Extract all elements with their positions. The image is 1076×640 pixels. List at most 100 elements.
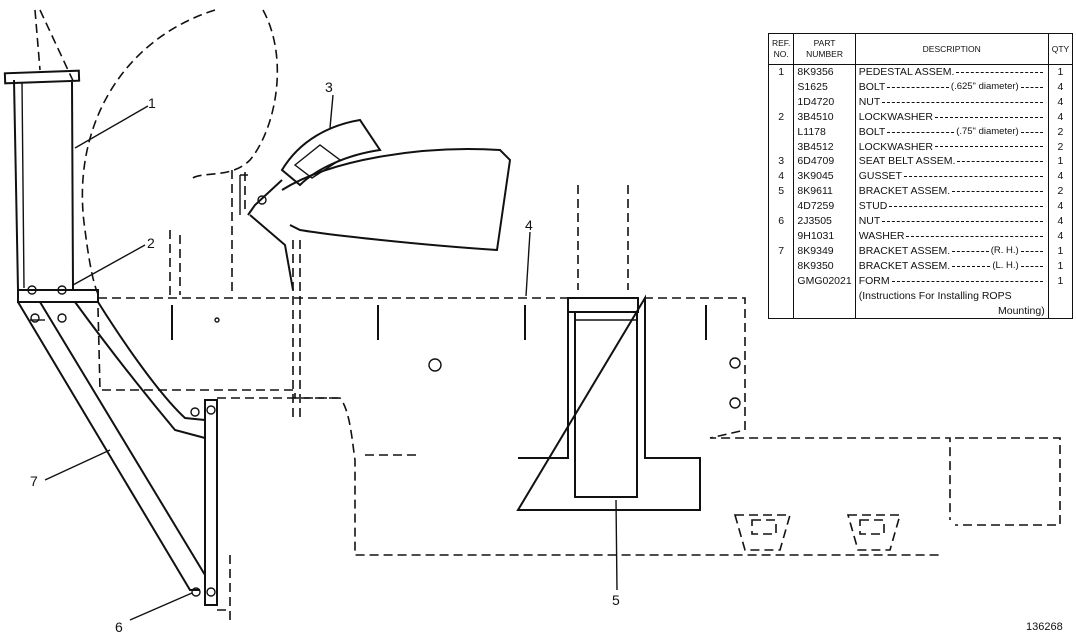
description-text: WASHER: [858, 229, 905, 242]
ref-no-cell: [767, 79, 795, 95]
description-text: BOLT: [858, 125, 886, 138]
description-cell: GUSSET: [854, 169, 1049, 185]
qty-cell: 4: [1047, 214, 1074, 229]
qty-cell: 1: [1047, 273, 1074, 289]
qty-cell: 4: [1047, 109, 1074, 125]
part-number-cell: 8K9611: [793, 184, 856, 200]
description-text: FORM: [858, 274, 890, 287]
part-number-cell: 1D4720: [793, 94, 856, 110]
description-spec: (R. H.): [990, 244, 1019, 256]
part-number-cell: S1625: [793, 79, 856, 95]
ref-no-cell: 7: [767, 243, 795, 259]
description-cell: SEAT BELT ASSEM.: [854, 154, 1049, 170]
header-ref-no: REF. NO.: [767, 33, 795, 65]
table-note-row: Mounting): [767, 303, 1074, 320]
header-part-number: PART NUMBER: [793, 33, 856, 65]
seat-and-belt: [239, 118, 512, 291]
description-cell: FORM: [854, 273, 1049, 289]
description-text: PEDESTAL ASSEM.: [858, 66, 955, 78]
description-cell: PEDESTAL ASSEM.: [854, 64, 1049, 80]
part-number-cell: 4D7259: [793, 199, 856, 215]
ref-no-cell: [767, 258, 795, 274]
qty-cell: 2: [1047, 139, 1074, 155]
part-number-cell: 8K9356: [793, 64, 856, 80]
description-text: BRACKET ASSEM.: [858, 185, 951, 198]
bracket-assembly-rh: [17, 301, 206, 591]
part-number-cell: 8K9350: [793, 258, 856, 274]
qty-cell: 4: [1047, 169, 1074, 185]
description-cell: LOCKWASHER: [854, 139, 1049, 155]
ref-no-cell: [767, 228, 795, 244]
reference-id: 136268: [1026, 621, 1063, 633]
description-text: SEAT BELT ASSEM.: [858, 155, 956, 168]
install-note: (Instructions For Installing ROPS: [854, 288, 1049, 304]
ref-no-cell: 1: [767, 64, 795, 80]
part-number-cell: L1178: [793, 124, 856, 140]
callout-4: 4: [525, 217, 533, 233]
callout-6: 6: [115, 619, 123, 635]
qty-cell: 4: [1047, 79, 1074, 95]
description-text: NUT: [858, 95, 881, 108]
ref-no-cell: 4: [767, 169, 795, 185]
part-number-cell: 9H1031: [793, 228, 856, 244]
part-number-cell: 6D4709: [793, 154, 856, 170]
pedestal-bracket: [516, 294, 701, 511]
part-number-cell: 8K9349: [793, 243, 856, 259]
gussets: [171, 305, 707, 340]
description-cell: BOLT(.625" diameter): [854, 79, 1049, 95]
operator-outline: [39, 9, 279, 181]
part-number-cell: 3B4510: [793, 109, 856, 125]
part-number-cell: 3B4512: [793, 139, 856, 155]
part-number-cell: 3K9045: [793, 169, 856, 185]
qty-cell: 1: [1047, 258, 1074, 274]
callout-7: 7: [30, 473, 38, 489]
install-note: Mounting): [854, 303, 1049, 320]
description-cell: BRACKET ASSEM.: [854, 184, 1049, 200]
description-spec: (.75" diameter): [956, 125, 1019, 137]
qty-cell: 1: [1047, 243, 1074, 259]
callout-5: 5: [612, 592, 620, 608]
ref-no-cell: [767, 94, 795, 110]
description-text: BOLT: [858, 80, 886, 93]
ref-no-cell: 3: [767, 154, 795, 170]
qty-cell: 1: [1047, 154, 1074, 170]
callout-3: 3: [325, 79, 333, 95]
ref-no-cell: [767, 199, 795, 215]
description-cell: NUT: [854, 94, 1049, 110]
qty-cell: 4: [1047, 228, 1074, 244]
description-cell: STUD: [854, 199, 1049, 215]
ref-no-cell: [767, 273, 795, 289]
description-cell: BRACKET ASSEM. (R. H.): [854, 243, 1049, 259]
part-number-cell: 2J3505: [793, 214, 856, 229]
description-cell: LOCKWASHER: [854, 109, 1049, 125]
callout-2: 2: [147, 235, 155, 251]
ref-no-cell: 2: [767, 109, 795, 125]
description-text: LOCKWASHER: [858, 110, 933, 123]
ref-no-cell: [767, 139, 795, 155]
ref-no-cell: [767, 124, 795, 140]
description-text: BRACKET ASSEM.: [858, 244, 951, 257]
qty-cell: 2: [1047, 124, 1074, 140]
description-cell: BRACKET ASSEM.(L. H.): [854, 258, 1049, 274]
description-text: LOCKWASHER: [858, 140, 933, 153]
part-number-cell: GMG02021: [793, 273, 856, 289]
ref-no-cell: 6: [767, 214, 795, 229]
description-cell: BOLT (.75" diameter): [854, 124, 1049, 140]
description-text: STUD: [858, 200, 888, 213]
parts-table-header: REF. NO. PART NUMBER DESCRIPTION QTY: [767, 33, 1074, 65]
description-cell: NUT: [854, 214, 1049, 229]
